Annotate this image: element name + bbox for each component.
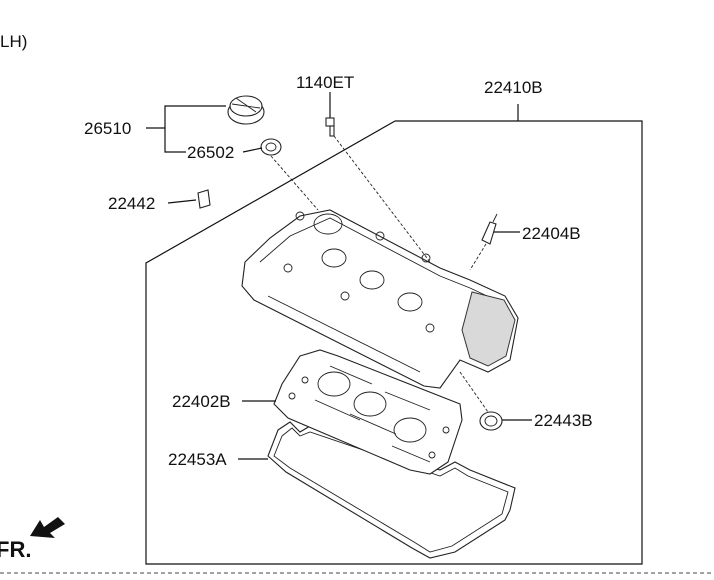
label-bolt: 1140ET [296,73,354,92]
head-cover-part [241,209,519,389]
clip-part [197,189,211,209]
label-oil-cap: 26510 [84,119,131,138]
label-clip: 22442 [108,194,155,213]
header-partial-label: LH) [0,32,27,51]
cover-gasket-part [267,421,516,559]
oil-cap-part [227,95,265,125]
plate-gasket-part [273,349,463,475]
front-direction-label: FR. [0,537,31,562]
pcv-valve-part [481,213,498,245]
label-cover-assy: 22410B [484,78,543,97]
assembly-boundary [145,120,643,565]
label-plug-seal: 22443B [534,411,593,430]
cap-gasket-part [260,138,282,156]
label-cap-gasket: 26502 [187,143,234,162]
label-gasket: 22402B [172,392,231,411]
front-arrow-icon [30,517,65,538]
bolt-part [325,117,335,137]
label-cover-gasket: 22453A [168,450,227,469]
front-direction-marker: FR. [0,517,65,562]
installation-lines [270,135,489,413]
plug-seal-part [479,411,503,431]
leader-lines [146,92,532,460]
label-pcv-valve: 22404B [522,224,581,243]
